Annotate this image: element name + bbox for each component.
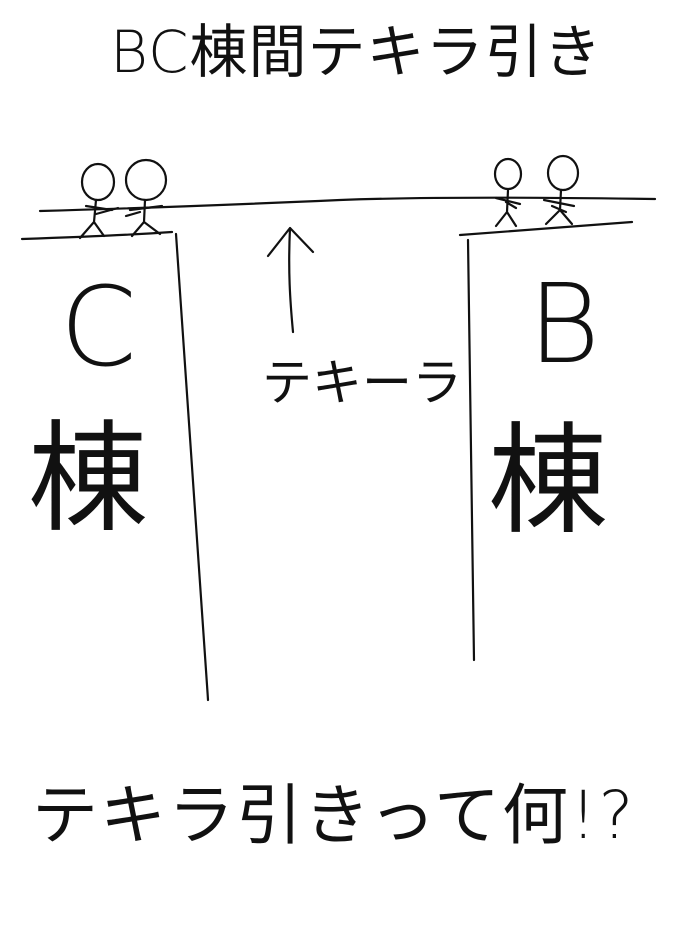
right-building-kanji: 棟 (488, 412, 608, 551)
right-building-letter: B (528, 260, 600, 388)
arrow-up-icon (266, 226, 315, 334)
stick-figure (493, 157, 523, 228)
stick-figure (124, 158, 168, 238)
b-building-roof (458, 220, 634, 237)
right-team (493, 154, 580, 228)
left-building-kanji: 棟 (28, 410, 148, 549)
c-building-wall (174, 232, 210, 702)
c-building-roof (20, 230, 174, 241)
sketch-title: BC棟間テキラ引き (110, 18, 602, 86)
left-building-letter: C (60, 263, 137, 391)
bottom-question: テキラ引きって何!? (32, 777, 636, 854)
b-building-wall (466, 238, 476, 662)
stick-figure (542, 154, 580, 226)
stick-figure (78, 162, 120, 240)
rope-label: テキーラ (262, 354, 462, 412)
left-team (78, 158, 168, 240)
